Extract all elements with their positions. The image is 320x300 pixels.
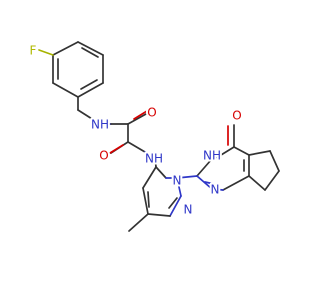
bond xyxy=(155,166,167,179)
pyrazole-ring xyxy=(128,166,182,232)
amide-nitrogen-label: NH xyxy=(145,152,163,166)
carbonyl-bond xyxy=(127,113,147,125)
amide-nitrogen-label: NH xyxy=(91,118,109,132)
bond xyxy=(142,187,149,215)
bond xyxy=(52,41,79,56)
pyrazole-nitrogen-label: N xyxy=(184,203,193,217)
bond xyxy=(52,82,79,98)
nitrogen-bond xyxy=(210,154,222,161)
nitrogen-bond xyxy=(169,195,182,217)
chemical-structure: F NH O O NH N N NH N O xyxy=(28,41,280,232)
double-bond xyxy=(147,191,150,208)
bond xyxy=(264,170,280,191)
fused-bicyclic-ring xyxy=(176,124,280,191)
bond xyxy=(142,166,157,189)
bond xyxy=(127,141,146,153)
ketone-oxygen-label: O xyxy=(232,109,241,123)
bond xyxy=(233,146,250,156)
double-bond xyxy=(81,47,99,58)
carbonyl-oxygen-bond xyxy=(133,110,148,120)
bond xyxy=(248,150,271,156)
bond xyxy=(269,150,280,172)
carbonyl-oxygen-bond xyxy=(109,144,124,154)
nitrogen-bond xyxy=(144,151,156,158)
bond xyxy=(222,175,250,191)
methyl-bond xyxy=(128,213,149,232)
bond xyxy=(220,146,235,156)
bond xyxy=(77,41,104,56)
fluorobenzene-ring xyxy=(38,41,104,98)
fluorine-bond xyxy=(38,49,54,56)
carbonyl-oxygen-label: O xyxy=(99,149,108,163)
bond xyxy=(196,159,212,177)
bond xyxy=(248,175,266,191)
double-bond xyxy=(204,181,215,185)
pyrimidine-nitrogen-label: NH xyxy=(203,149,221,163)
fluorine-label: F xyxy=(30,44,37,58)
pyrazole-nitrogen-label: N xyxy=(173,174,182,188)
nitrogen-bond xyxy=(176,177,182,197)
bond xyxy=(77,82,104,98)
double-bond xyxy=(168,197,178,209)
bond xyxy=(77,109,101,125)
bond xyxy=(147,213,171,217)
pyrimidine-nitrogen-label: N xyxy=(211,183,220,197)
oxalamide-linker xyxy=(77,96,157,168)
carbonyl-oxygen-label: O xyxy=(147,106,156,120)
nitrogen-bond xyxy=(176,175,198,179)
double-bond xyxy=(80,79,98,90)
nitrogen-bond xyxy=(211,188,224,191)
molecule-canvas: F NH O O NH N N NH N O xyxy=(28,41,280,232)
bond xyxy=(154,156,157,168)
